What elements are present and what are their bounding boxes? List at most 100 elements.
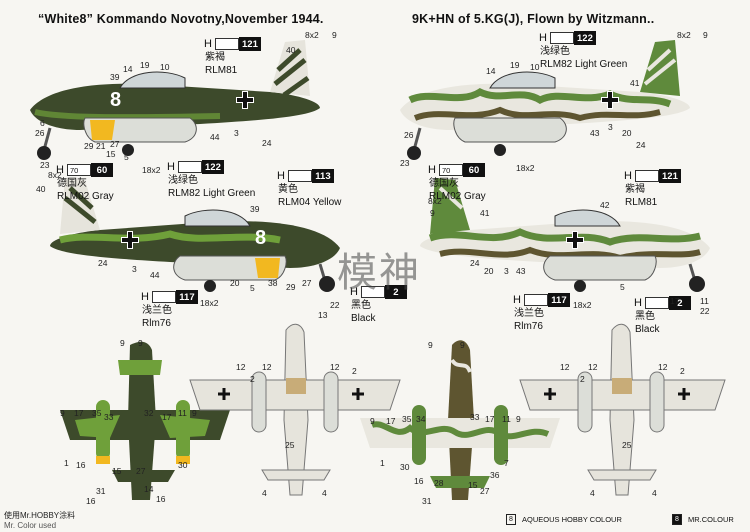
part-number: 17 — [485, 414, 495, 424]
part-number: 14 — [144, 484, 154, 494]
part-number: 33 — [104, 412, 114, 422]
part-number: 9 — [192, 408, 197, 418]
part-number: 12 — [236, 362, 246, 372]
part-number: 11 — [178, 408, 187, 418]
part-number: 4 — [652, 488, 657, 498]
part-number: 9 — [60, 408, 65, 418]
part-number: 2 — [580, 374, 585, 384]
part-number: 30 — [400, 462, 410, 472]
part-number: 16 — [414, 476, 424, 486]
part-number: 11 — [502, 414, 511, 424]
part-number: 29 — [286, 282, 296, 292]
legend-mr-box: 8 — [672, 514, 682, 525]
part-number: 28 — [434, 478, 444, 488]
part-number: 16 — [76, 460, 86, 470]
part-number: 30 — [178, 460, 188, 470]
part-number: 41 — [480, 208, 490, 218]
part-number: 43 — [516, 266, 526, 276]
part-number: 3 — [608, 122, 613, 132]
part-number: 26 — [404, 130, 414, 140]
part-number: 5 — [620, 282, 625, 292]
part-number: 15 — [468, 480, 478, 490]
part-number: 12 — [560, 362, 570, 372]
part-number: 36 — [490, 470, 500, 480]
part-number: 25 — [622, 440, 632, 450]
part-number: 17 — [162, 412, 172, 422]
part-number: 2 — [680, 366, 685, 376]
part-number: 23 — [40, 160, 50, 170]
part-number: 24 — [470, 258, 480, 268]
part-number: 34 — [416, 414, 426, 424]
part-number: 40 — [286, 45, 296, 55]
part-number: 14 — [123, 64, 133, 74]
part-number: 39 — [250, 204, 260, 214]
part-number: 27 — [480, 486, 490, 496]
part-number: 20 — [230, 278, 240, 288]
part-number: 14 — [486, 66, 496, 76]
part-number: 31 — [422, 496, 432, 506]
part-number: 12 — [262, 362, 272, 372]
watermark: 模神 — [337, 250, 421, 296]
nose-number-8-right: 8 — [255, 227, 266, 249]
footer-en: Mr. Color used — [4, 521, 57, 530]
part-number: 5 — [250, 283, 255, 293]
part-number: 7 — [504, 458, 509, 468]
part-number: 4 — [262, 488, 267, 498]
part-number: 12 — [330, 362, 340, 372]
part-number: 27 — [110, 139, 120, 149]
part-number: 11 — [700, 296, 709, 306]
part-number: 24 — [636, 140, 646, 150]
part-number: 17 — [74, 408, 84, 418]
part-number: 8x2 — [428, 196, 442, 206]
part-number: 8x2 — [305, 30, 319, 40]
part-number: 9 — [428, 340, 433, 350]
part-number: 42 — [600, 200, 610, 210]
part-number: 9 — [460, 340, 465, 350]
part-number: 27 — [136, 466, 146, 476]
part-number: 8x2 — [48, 170, 62, 180]
legend-aqueous-label: AQUEOUS HOBBY COLOUR — [522, 515, 622, 524]
part-number: 22 — [330, 300, 340, 310]
part-number: 4 — [590, 488, 595, 498]
part-number: 22 — [700, 306, 710, 316]
legend-aqueous: 8 AQUEOUS HOBBY COLOUR — [506, 514, 622, 525]
part-number: 39 — [110, 72, 120, 82]
part-number: 27 — [302, 278, 312, 288]
part-number: 9 — [370, 416, 375, 426]
part-number: 1 — [64, 458, 69, 468]
part-number: 12 — [658, 362, 668, 372]
part-number: 3 — [504, 266, 509, 276]
legend-aqueous-box: 8 — [506, 514, 516, 525]
part-number: 26 — [35, 128, 45, 138]
part-number: 20 — [484, 266, 494, 276]
part-number: 24 — [262, 138, 272, 148]
part-number: 9 — [138, 338, 143, 348]
part-number: 38 — [268, 278, 278, 288]
part-number: 15 — [106, 149, 116, 159]
part-number: 5 — [124, 152, 129, 162]
title-right: 9K+HN of 5.KG(J), Flown by Witzmann.. — [412, 12, 655, 26]
